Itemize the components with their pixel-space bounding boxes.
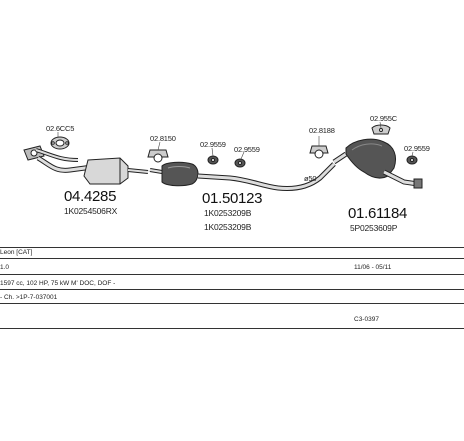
hanger-bracket-icon bbox=[371, 124, 391, 135]
part-number-p3: 01.61184 bbox=[348, 205, 408, 222]
flange-gasket-icon bbox=[50, 136, 70, 150]
table-row-model: Leon [CAT] bbox=[0, 249, 33, 256]
oem-number-p1: 1K0254506RX bbox=[64, 206, 118, 216]
table-rule bbox=[0, 247, 464, 248]
clamp-code-p3b: 02.955C bbox=[370, 114, 397, 123]
front-pipe-catalyst bbox=[23, 145, 149, 185]
part-number-p1: 04.4285 bbox=[64, 188, 117, 205]
table-rule bbox=[0, 274, 464, 275]
table-row-ref-code: C3-0397 bbox=[354, 316, 379, 323]
table-row-chassis: - Ch. >1P-7-037001 bbox=[0, 294, 58, 301]
rear-muffler bbox=[332, 138, 423, 189]
clamp-code-p2a: 02.8150 bbox=[150, 134, 176, 143]
table-rule bbox=[0, 289, 464, 290]
clamp-code-p1: 02.6CC5 bbox=[46, 124, 75, 133]
clamp-code-p3c: 02.9559 bbox=[404, 144, 430, 153]
table-row-spec: 1597 cc, 102 HP, 75 kW M' DOC, DOF - bbox=[0, 280, 116, 287]
rubber-hanger-icon bbox=[207, 155, 219, 165]
pipe-diameter: ø50 bbox=[304, 174, 317, 183]
part-number-p2: 01.50123 bbox=[202, 190, 263, 207]
oem-number-p2a: 1K0253209B bbox=[204, 208, 252, 218]
table-row-years: 11/06 - 05/11 bbox=[354, 264, 392, 271]
table-rule bbox=[0, 328, 464, 329]
rubber-hanger-icon-2 bbox=[234, 158, 246, 168]
center-muffler bbox=[149, 161, 336, 191]
clamp-code-p2b: 02.9559 bbox=[200, 140, 226, 149]
leader-lines bbox=[57, 121, 414, 160]
oem-number-p2b: 1K0253209B bbox=[204, 222, 252, 232]
clamp-icon-rear bbox=[309, 145, 329, 159]
clamp-bracket-icon bbox=[147, 149, 169, 163]
oem-number-p3: 5P0253609P bbox=[350, 223, 398, 233]
clamp-code-p2c: 02.9559 bbox=[234, 145, 260, 154]
rubber-hanger-icon-3 bbox=[406, 155, 418, 165]
clamp-code-p3a: 02.8188 bbox=[309, 126, 335, 135]
table-rule bbox=[0, 303, 464, 304]
table-row-engine-size: 1.0 bbox=[0, 264, 10, 271]
table-rule bbox=[0, 258, 464, 259]
